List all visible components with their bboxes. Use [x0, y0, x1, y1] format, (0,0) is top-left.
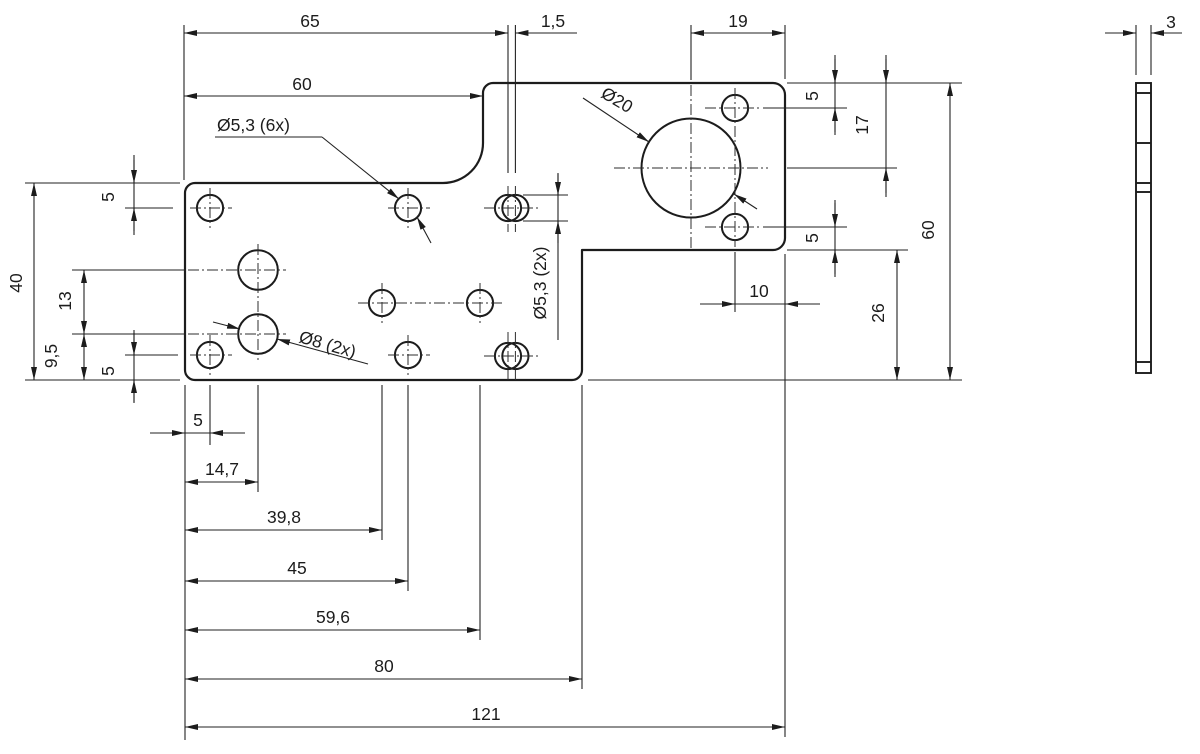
dim-5-mid-right: 5	[802, 200, 838, 277]
dim-13-label: 13	[55, 291, 75, 310]
dim-39-8-label: 39,8	[267, 507, 301, 527]
dim-26-label: 26	[868, 303, 888, 322]
dim-60-top-label: 60	[292, 74, 312, 94]
dim-45-label: 45	[287, 558, 306, 578]
dim-121-label: 121	[471, 704, 500, 724]
dim-60-right: 60	[918, 83, 953, 380]
dim-80: 80	[185, 656, 582, 682]
dim-5-mid-right-label: 5	[802, 233, 822, 243]
dim-17-label: 17	[852, 115, 872, 134]
dimensions: 65 1,5 60 19 10 40 5	[6, 11, 953, 730]
dim-10-label: 10	[749, 281, 769, 301]
dim-5-top-left: 5	[98, 155, 137, 235]
dim-1-5: 1,5	[515, 11, 577, 36]
dim-19-label: 19	[728, 11, 747, 31]
plate-outline	[183, 81, 787, 382]
callout-small-holes-label: Ø5,3 (6x)	[217, 115, 290, 135]
callout-big-holes-label: Ø8 (2x)	[297, 327, 359, 362]
dim-13: 13	[55, 270, 87, 334]
dim-5-bottom-left-label: 5	[98, 366, 118, 376]
dim-9-5-label: 9,5	[41, 344, 61, 368]
dim-10: 10	[700, 281, 820, 307]
side-view: 3	[1105, 12, 1182, 374]
holes	[195, 93, 750, 371]
front-view-outline	[183, 81, 787, 382]
dim-14-7-label: 14,7	[205, 459, 239, 479]
dim-3-thickness: 3	[1105, 12, 1182, 75]
hole-callouts: Ø5,3 (6x) Ø8 (2x) Ø20 Ø5,3 (2x)	[212, 83, 758, 365]
dim-19: 19	[691, 11, 785, 36]
dim-40-label: 40	[6, 273, 26, 293]
dim-5-top-left-label: 5	[98, 192, 118, 202]
callout-small-holes: Ø5,3 (6x)	[215, 115, 432, 244]
dim-60-top: 60	[184, 74, 483, 99]
dim-65: 65	[184, 11, 508, 36]
dim-17: 17	[852, 55, 889, 197]
dim-59-6: 59,6	[185, 607, 480, 633]
dim-1-5-label: 1,5	[541, 11, 565, 31]
dim-121: 121	[185, 704, 785, 730]
dim-39-8: 39,8	[185, 507, 382, 533]
dim-9-5: 9,5	[41, 334, 87, 380]
dim-3-thickness-label: 3	[1166, 12, 1176, 32]
dim-65-label: 65	[300, 11, 319, 31]
dim-5-column-label: 5	[193, 410, 203, 430]
dim-80-label: 80	[374, 656, 394, 676]
extension-lines	[25, 25, 962, 740]
dim-59-6-label: 59,6	[316, 607, 350, 627]
dim-5-bottom-left: 5	[98, 330, 137, 403]
dim-26: 26	[868, 250, 900, 380]
dim-5-column: 5	[150, 410, 245, 436]
callout-pair-holes: Ø5,3 (2x)	[530, 173, 561, 340]
dim-40: 40	[6, 183, 37, 380]
dim-45: 45	[185, 558, 408, 584]
callout-pair-holes-label: Ø5,3 (2x)	[530, 247, 550, 320]
dim-60-right-label: 60	[918, 220, 938, 240]
side-view-outline	[1135, 82, 1152, 374]
dim-5-top-right-label: 5	[802, 91, 822, 101]
dim-5-top-right: 5	[802, 55, 838, 135]
centerlines	[188, 85, 768, 380]
callout-big-holes: Ø8 (2x)	[212, 321, 369, 365]
dim-14-7: 14,7	[185, 459, 258, 485]
callout-bore: Ø20	[582, 83, 758, 210]
